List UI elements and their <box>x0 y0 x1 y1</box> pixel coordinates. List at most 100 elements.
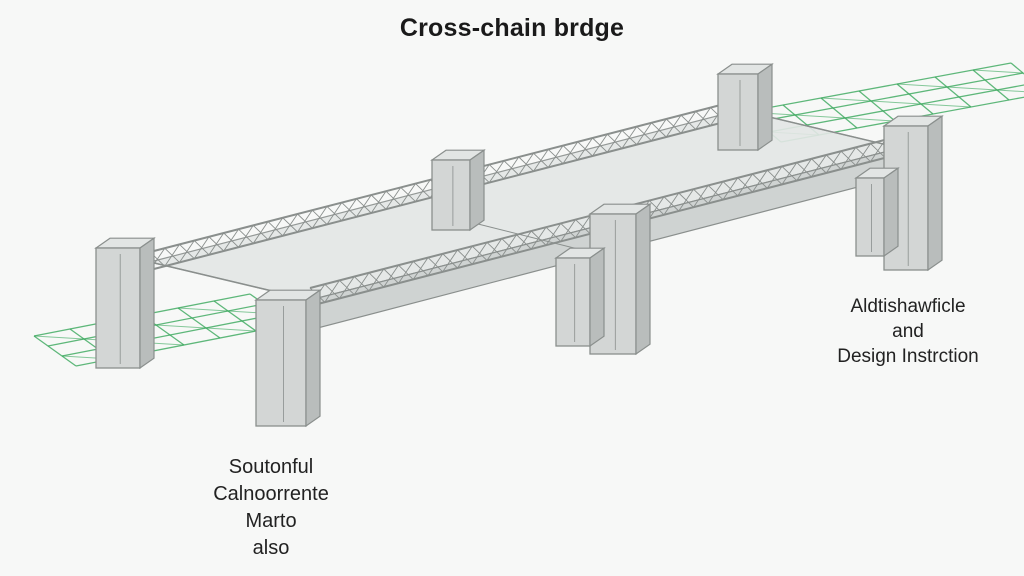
back-truss-diagonal <box>680 111 697 134</box>
right-chain-link <box>972 69 1010 101</box>
front-truss-diagonal <box>471 242 488 265</box>
pillar-front-middle-side <box>635 203 651 356</box>
left-annotation-line-1: Soutonful <box>228 456 314 478</box>
back-truss-diagonal <box>547 145 564 168</box>
right-chain-link <box>858 90 896 122</box>
back-truss-diagonal <box>518 152 534 176</box>
pillar-front-left-side <box>139 237 155 370</box>
front-truss-diagonal <box>796 158 812 181</box>
back-truss-diagonal <box>562 141 579 164</box>
left-annotation: Soutonful Calnoorrente Marto also <box>186 454 356 562</box>
back-truss-diagonal <box>415 179 431 202</box>
back-truss-diagonal <box>223 228 239 252</box>
left-chain-link <box>33 335 77 367</box>
front-truss-diagonal <box>678 188 694 212</box>
front-truss-diagonal <box>530 226 547 250</box>
back-truss-diagonal <box>326 202 343 225</box>
right-chain-link <box>972 69 1024 74</box>
pillar-front-right-support-face <box>855 177 885 257</box>
pillar-front-center-face <box>255 299 307 427</box>
right-chain-link <box>794 114 846 119</box>
pillar-front-center-side <box>305 289 321 428</box>
pillar-middle-support-side <box>589 247 605 348</box>
right-annotation: Aldtishawficle and Design Instrction <box>808 294 1008 369</box>
left-chain-link <box>155 324 207 329</box>
front-truss-diagonal <box>412 257 429 280</box>
front-truss-diagonal <box>560 219 576 242</box>
right-annotation-line-1: Aldtishawficle <box>850 296 966 317</box>
back-truss-diagonal <box>651 118 667 142</box>
front-truss-diagonal <box>840 147 857 170</box>
back-truss-diagonal <box>665 114 682 138</box>
front-truss-diagonal <box>648 196 665 219</box>
back-truss-diagonal <box>356 194 372 218</box>
right-chain-network <box>744 62 1024 143</box>
back-truss-diagonal <box>179 240 195 263</box>
front-truss-diagonal <box>707 181 724 204</box>
right-chain-link <box>896 83 934 115</box>
front-truss-diagonal <box>825 150 842 174</box>
left-chain-link <box>33 335 85 340</box>
back-truss-diagonal <box>636 122 652 145</box>
front-truss-diagonal <box>855 143 871 166</box>
left-annotation-line-2: Calnoorrente <box>213 483 329 505</box>
front-truss-diagonal <box>339 276 355 299</box>
front-truss-diagonal <box>811 154 827 178</box>
back-truss-diagonal <box>400 183 416 206</box>
right-chain-link <box>844 117 896 122</box>
right-chain-link <box>934 76 972 108</box>
back-truss-diagonal <box>606 130 623 153</box>
front-truss-diagonal <box>663 192 680 216</box>
back-truss-diagonal <box>577 137 593 161</box>
front-truss-diagonal <box>353 272 370 295</box>
front-truss-diagonal <box>781 162 798 185</box>
back-truss-diagonal <box>267 217 284 240</box>
right-annotation-line-2: and <box>892 321 924 342</box>
right-annotation-line-3: Design Instrction <box>837 346 979 367</box>
left-chain-link <box>177 307 221 339</box>
front-truss-diagonal <box>324 280 340 303</box>
bridge-pillars <box>94 63 944 428</box>
right-chain-link <box>820 97 872 102</box>
back-truss-diagonal <box>311 206 328 229</box>
front-truss-diagonal <box>442 249 458 273</box>
front-truss-diagonal <box>737 173 753 197</box>
right-chain-link <box>756 72 1024 123</box>
back-truss-diagonal <box>208 232 225 256</box>
front-truss-diagonal <box>383 264 399 288</box>
back-truss-diagonal <box>621 126 638 149</box>
back-truss-diagonal <box>533 149 549 172</box>
right-chain-link <box>996 89 1024 93</box>
back-truss-diagonal <box>503 156 520 180</box>
pillar-back-middle-face <box>431 159 471 231</box>
front-truss-diagonal <box>693 185 709 208</box>
pillar-middle-support-face <box>555 257 591 347</box>
left-chain-network <box>33 293 293 367</box>
front-truss-diagonal <box>457 245 473 269</box>
pillar-front-right-support-side <box>883 167 899 258</box>
back-truss-diagonal <box>297 209 313 233</box>
front-truss-diagonal <box>368 268 385 292</box>
right-chain-link <box>920 103 972 108</box>
diagram-title: Cross-chain brdge <box>399 14 625 42</box>
left-chain-link <box>61 313 279 357</box>
right-chain-link <box>1010 62 1024 75</box>
front-truss-diagonal <box>427 253 444 276</box>
back-truss-diagonal <box>370 190 387 214</box>
pillar-back-middle-side <box>469 149 485 232</box>
right-chain-link <box>870 100 922 105</box>
right-chain-link <box>896 83 948 88</box>
front-truss-diagonal <box>501 234 517 257</box>
left-chain-link <box>177 307 229 312</box>
front-truss-diagonal <box>516 230 532 254</box>
back-truss-diagonal <box>164 244 180 267</box>
pillar-front-left-face <box>95 247 141 369</box>
right-chain-link <box>768 84 1024 133</box>
back-truss-diagonal <box>341 198 357 221</box>
back-truss-diagonal <box>488 160 505 183</box>
pillar-front-right-side <box>927 115 943 272</box>
back-truss-diagonal <box>193 236 210 259</box>
back-truss-diagonal <box>385 187 402 210</box>
back-truss-diagonal <box>592 133 608 157</box>
